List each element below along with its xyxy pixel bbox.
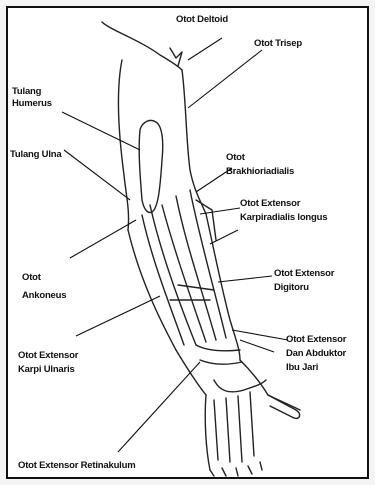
label-ankoneus-line2: Ankoneus (22, 290, 66, 302)
label-digitoru-line2: Digitoru (274, 282, 309, 294)
hand-outline (205, 395, 210, 470)
label-karpi-ulnaris-line1: Otot Extensor (18, 350, 78, 362)
forearm-outline (128, 230, 206, 395)
label-abduktor-line3: Ibu Jari (286, 362, 318, 374)
leader-lines (62, 38, 288, 452)
label-karpi-longus-line1: Otot Extensor (240, 198, 300, 210)
label-karpi-ulnaris-line2: Karpi Ulnaris (18, 364, 75, 376)
label-humerus-line2: Humerus (12, 98, 52, 110)
label-trisep: Otot Trisep (254, 38, 302, 50)
upper-arm-outline (102, 22, 182, 70)
label-brakio-line1: Otot (226, 152, 245, 164)
label-ankoneus-line1: Otot (22, 272, 41, 284)
label-ulna: Tulang Ulna (10, 149, 61, 161)
humerus-bone (139, 120, 163, 212)
label-abduktor-line1: Otot Extensor (286, 334, 346, 346)
label-abduktor-line2: Dan Abduktor (286, 348, 346, 360)
label-retinakulum: Otot Extensor Retinakulum (18, 460, 135, 472)
label-deltoid: Otot Deltoid (176, 14, 228, 26)
label-karpi-longus-line2: Karpiradialis longus (240, 212, 327, 224)
label-brakio-line2: Brakhioriadialis (226, 166, 294, 178)
label-digitoru-line1: Otot Extensor (274, 268, 334, 280)
label-humerus-line1: Tulang (12, 86, 41, 98)
retinaculum-band (196, 345, 240, 351)
